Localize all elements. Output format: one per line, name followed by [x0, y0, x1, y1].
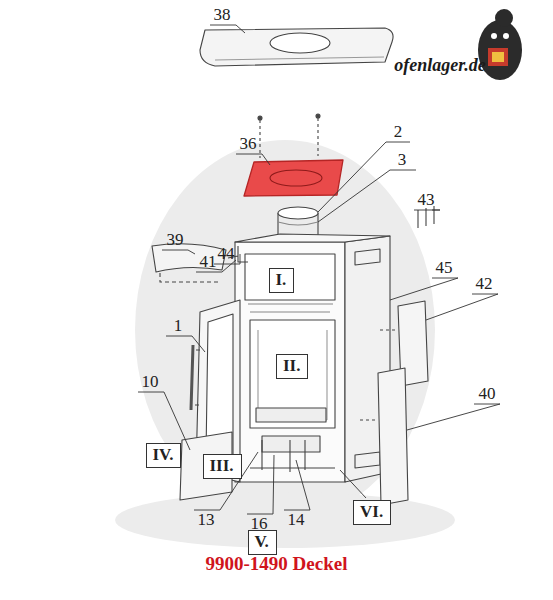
- callout-number: 39: [167, 231, 184, 250]
- section-number: II.: [283, 357, 301, 376]
- callout-number: 1: [174, 317, 183, 336]
- section-box: III.: [203, 454, 242, 479]
- section-box: VI.: [353, 500, 391, 525]
- callout-number: 42: [476, 275, 493, 294]
- callout-number: 45: [436, 259, 453, 278]
- section-box: II.: [276, 354, 308, 379]
- section-number: IV.: [153, 446, 174, 465]
- leader-lines: [138, 25, 500, 514]
- watermark: [115, 140, 455, 548]
- callout-number: 41: [200, 253, 217, 272]
- callout-number: 2: [394, 123, 403, 142]
- section-number: III.: [210, 457, 235, 476]
- callout-number: 38: [214, 6, 231, 25]
- caption: 9900-1490 Deckel: [0, 553, 553, 575]
- logo-text: ofenlager.de: [394, 56, 486, 76]
- section-box: IV.: [146, 443, 181, 468]
- callout-number: 43: [418, 191, 435, 210]
- callout-number: 44: [218, 245, 235, 264]
- callout-number: 3: [398, 151, 407, 170]
- callout-number: 10: [142, 373, 159, 392]
- section-number: I.: [276, 271, 287, 290]
- callout-number: 36: [240, 135, 257, 154]
- section-box: V.: [248, 530, 277, 555]
- section-box: I.: [269, 268, 294, 293]
- callout-number: 14: [288, 511, 305, 530]
- section-number: V.: [255, 533, 270, 552]
- callout-number: 13: [198, 511, 215, 530]
- section-number: VI.: [360, 503, 384, 522]
- callout-number: 40: [479, 385, 496, 404]
